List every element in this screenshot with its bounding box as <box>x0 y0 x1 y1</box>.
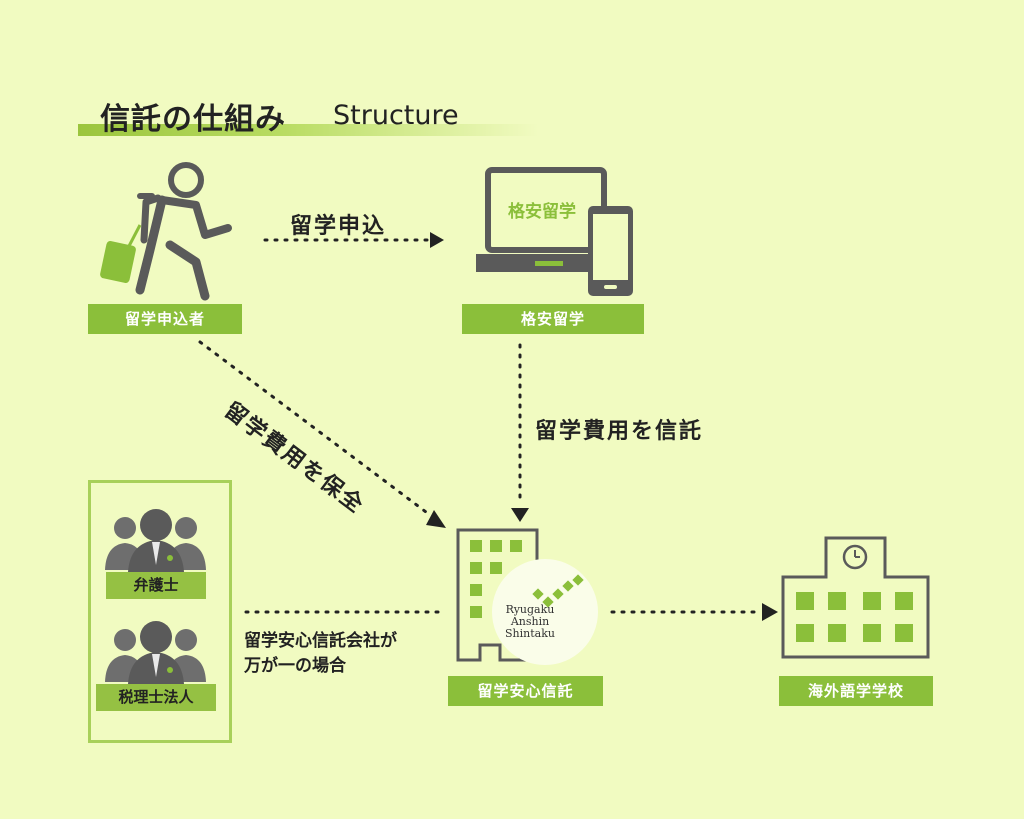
section-title: 信託の仕組み Structure <box>78 90 538 137</box>
node-school: 海外語学学校 <box>779 676 933 706</box>
node-shintaku: 留学安心信託 <box>448 676 603 706</box>
title-underline <box>78 124 538 136</box>
lawyer-group-icon <box>105 509 206 572</box>
traveler-icon <box>100 162 232 301</box>
edge-label-entrust: 留学費用を信託 <box>535 419 704 444</box>
edge-label-contingency-1: 留学安心信託会社が <box>244 631 397 651</box>
label-lawyer: 弁護士 <box>106 572 206 599</box>
label-tax-accountant: 税理士法人 <box>96 684 216 711</box>
logo-line-1: Ryugaku <box>505 603 555 616</box>
tax-accountant-group-icon <box>105 621 206 684</box>
laptop-screen-text: 格安留学 <box>508 202 576 222</box>
edge-label-apply: 留学申込 <box>290 214 387 239</box>
logo-wordmark: Ryugaku Anshin Shintaku <box>500 604 560 640</box>
school-building-icon <box>781 536 930 659</box>
logo-mark-icon <box>532 574 584 608</box>
title-japanese: 信託の仕組み <box>100 102 286 137</box>
node-kakuyasu: 格安留学 <box>462 304 644 334</box>
logo-line-2: Anshin <box>510 615 550 628</box>
edge-label-contingency-2: 万が一の場合 <box>244 656 346 676</box>
node-applicant: 留学申込者 <box>88 304 242 334</box>
laptop-phone-icon <box>476 167 633 296</box>
logo-line-3: Shintaku <box>505 627 555 640</box>
title-english: Structure <box>333 100 459 131</box>
